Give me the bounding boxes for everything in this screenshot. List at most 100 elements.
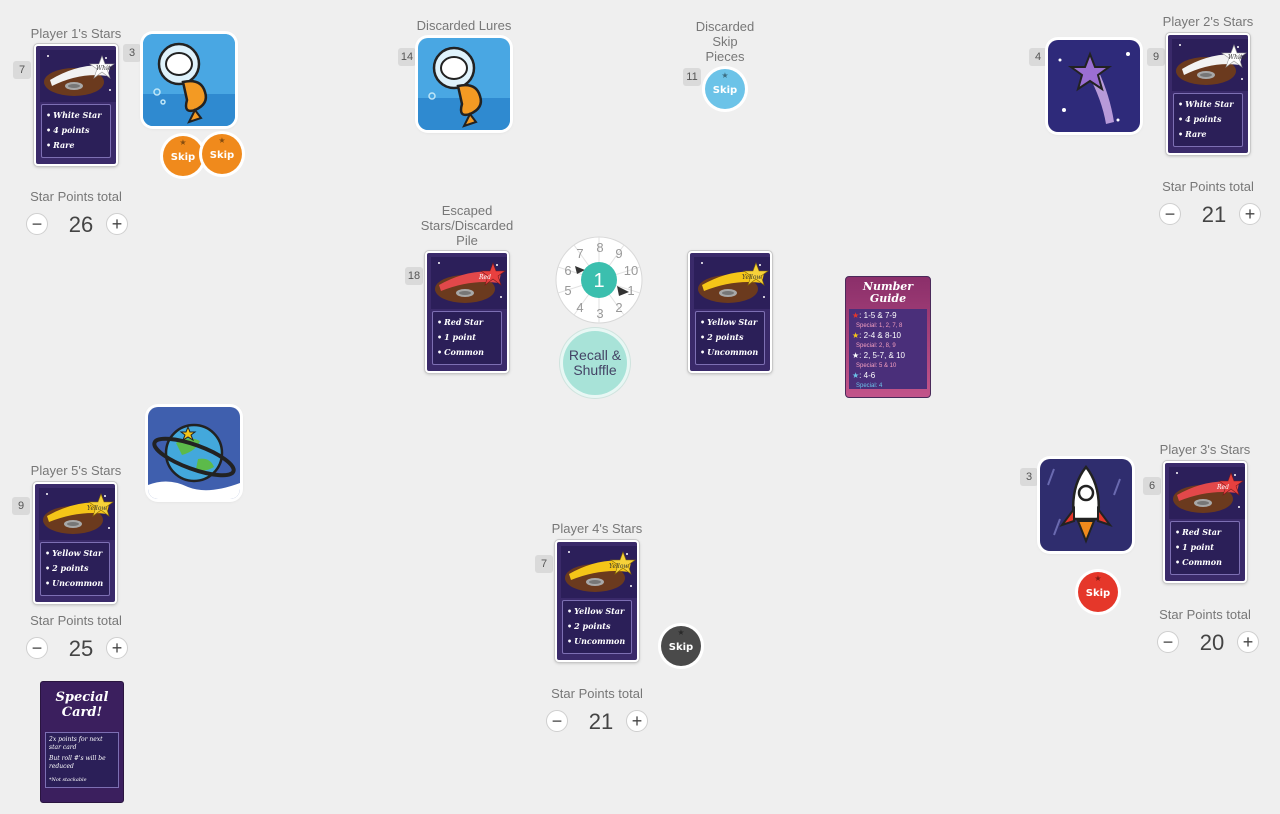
planet-icon (148, 407, 240, 499)
red-comet-icon: Red (1169, 467, 1245, 519)
svg-text:6: 6 (564, 263, 571, 278)
player3-star-card[interactable]: Red •Red Star •1 point •Common (1163, 461, 1247, 583)
player3-lure-tile[interactable] (1040, 459, 1132, 551)
player1-lure-count: 3 (123, 44, 141, 62)
discarded-skip-piece[interactable]: ★Skip (705, 69, 745, 109)
discarded-lures-label: Discarded Lures (416, 18, 512, 33)
player2-points-stepper: − 21 + (1159, 201, 1269, 229)
player2-lure-count: 4 (1029, 48, 1047, 66)
player4-skip-piece[interactable]: ★Skip (661, 626, 701, 666)
player4-minus-button[interactable]: − (546, 710, 568, 732)
svg-text:White: White (96, 65, 114, 72)
player4-points-label: Star Points total (551, 686, 643, 701)
yellow-comet-icon: Yellow (561, 546, 637, 598)
discarded-skip-count: 11 (683, 68, 701, 86)
player3-stars-label: Player 3's Stars (1159, 442, 1251, 457)
player1-card-count: 7 (13, 61, 31, 79)
player1-points-label: Star Points total (30, 189, 122, 204)
player5-minus-button[interactable]: − (26, 637, 48, 659)
player5-plus-button[interactable]: + (106, 637, 128, 659)
red-comet-icon: Red (431, 257, 507, 309)
player2-card-count: 9 (1147, 48, 1165, 66)
svg-text:Yellow: Yellow (87, 505, 107, 512)
escaped-pile-count: 18 (405, 267, 423, 285)
player4-plus-button[interactable]: + (626, 710, 648, 732)
player1-plus-button[interactable]: + (106, 213, 128, 235)
player4-star-card[interactable]: Yellow •Yellow Star •2 points •Uncommon (555, 540, 639, 662)
card-info: •Red Star •1 point •Common (1170, 521, 1240, 575)
player2-lure-tile[interactable] (1048, 40, 1140, 132)
svg-text:9: 9 (615, 246, 622, 261)
number-guide-card[interactable]: Number Guide ★: 1-5 & 7-9 Special: 1, 2,… (845, 276, 931, 398)
white-comet-icon: White (40, 50, 116, 102)
escaped-pile-label: Escaped Stars/Discarded Pile (420, 203, 514, 248)
card-info: •Yellow Star •2 points •Uncommon (40, 542, 110, 596)
player2-minus-button[interactable]: − (1159, 203, 1181, 225)
number-guide-title: Number (862, 280, 914, 293)
draw-pile-card[interactable]: Yellow •Yellow Star •2 points •Uncommon (688, 251, 772, 373)
player5-lure-tile[interactable] (148, 407, 240, 499)
escaped-pile-card[interactable]: Red •Red Star •1 point •Common (425, 251, 509, 373)
player3-points-value: 20 (1199, 630, 1225, 655)
player1-minus-button[interactable]: − (26, 213, 48, 235)
svg-text:8: 8 (596, 240, 603, 255)
shooting-star-icon (1048, 40, 1140, 132)
svg-text:White: White (1228, 54, 1246, 61)
dial-icon: 8 9 10 1 2 3 4 5 6 7 1 (555, 236, 643, 324)
player5-points-label: Star Points total (30, 613, 122, 628)
player1-skip-piece-2[interactable]: ★Skip (202, 134, 242, 174)
recall-shuffle-button[interactable]: Recall & Shuffle (563, 331, 627, 395)
card-info: •White Star •4 points •Rare (1173, 93, 1243, 147)
player2-points-value: 21 (1201, 202, 1227, 227)
discarded-lures-count: 14 (398, 48, 416, 66)
svg-text:4: 4 (576, 300, 583, 315)
player4-stars-label: Player 4's Stars (551, 521, 643, 536)
player3-plus-button[interactable]: + (1237, 631, 1259, 653)
svg-text:Yellow: Yellow (742, 274, 762, 281)
player4-points-stepper: − 21 + (546, 708, 656, 736)
rocket-icon (1040, 459, 1132, 551)
svg-text:1: 1 (627, 283, 634, 298)
player5-stars-label: Player 5's Stars (30, 463, 122, 478)
astronaut-fish-icon (418, 38, 510, 130)
svg-text:Red: Red (1216, 484, 1229, 491)
card-info: •Yellow Star •2 points •Uncommon (695, 311, 765, 365)
player3-card-count: 6 (1143, 477, 1161, 495)
card-info: •Red Star •1 point •Common (432, 311, 502, 365)
svg-text:3: 3 (596, 306, 603, 321)
player5-points-stepper: − 25 + (26, 635, 136, 663)
card-info: •White Star •4 points •Rare (41, 104, 111, 158)
player1-skip-piece-1[interactable]: ★Skip (163, 136, 203, 176)
svg-text:1: 1 (593, 270, 604, 292)
white-comet-icon: White (1172, 39, 1248, 91)
player3-points-stepper: − 20 + (1157, 629, 1267, 657)
player1-lure-tile[interactable] (143, 34, 235, 126)
svg-text:5: 5 (564, 283, 571, 298)
player1-stars-label: Player 1's Stars (30, 26, 122, 41)
player3-lure-count: 3 (1020, 468, 1038, 486)
svg-text:10: 10 (624, 263, 638, 278)
yellow-comet-icon: Yellow (39, 488, 115, 540)
player5-points-value: 25 (68, 636, 94, 661)
player2-stars-label: Player 2's Stars (1162, 14, 1254, 29)
player1-points-stepper: − 26 + (26, 211, 136, 239)
discarded-lures-tile[interactable] (418, 38, 510, 130)
player5-card-count: 9 (12, 497, 30, 515)
svg-text:Red: Red (478, 274, 491, 281)
player1-points-value: 26 (68, 212, 94, 237)
svg-text:7: 7 (576, 246, 583, 261)
player3-points-label: Star Points total (1159, 607, 1251, 622)
yellow-comet-icon: Yellow (694, 257, 770, 309)
player3-skip-piece[interactable]: ★Skip (1078, 572, 1118, 612)
svg-text:Yellow: Yellow (609, 563, 629, 570)
svg-text:2: 2 (615, 300, 622, 315)
player2-plus-button[interactable]: + (1239, 203, 1261, 225)
astronaut-fish-icon (143, 34, 235, 126)
player5-star-card[interactable]: Yellow •Yellow Star •2 points •Uncommon (33, 482, 117, 604)
player1-star-card[interactable]: White •White Star •4 points •Rare (34, 44, 118, 166)
player3-minus-button[interactable]: − (1157, 631, 1179, 653)
special-card[interactable]: Special Card! 2x points for next star ca… (40, 681, 124, 803)
player2-star-card[interactable]: White •White Star •4 points •Rare (1166, 33, 1250, 155)
player2-points-label: Star Points total (1162, 179, 1254, 194)
number-dial[interactable]: 8 9 10 1 2 3 4 5 6 7 1 (555, 236, 643, 324)
